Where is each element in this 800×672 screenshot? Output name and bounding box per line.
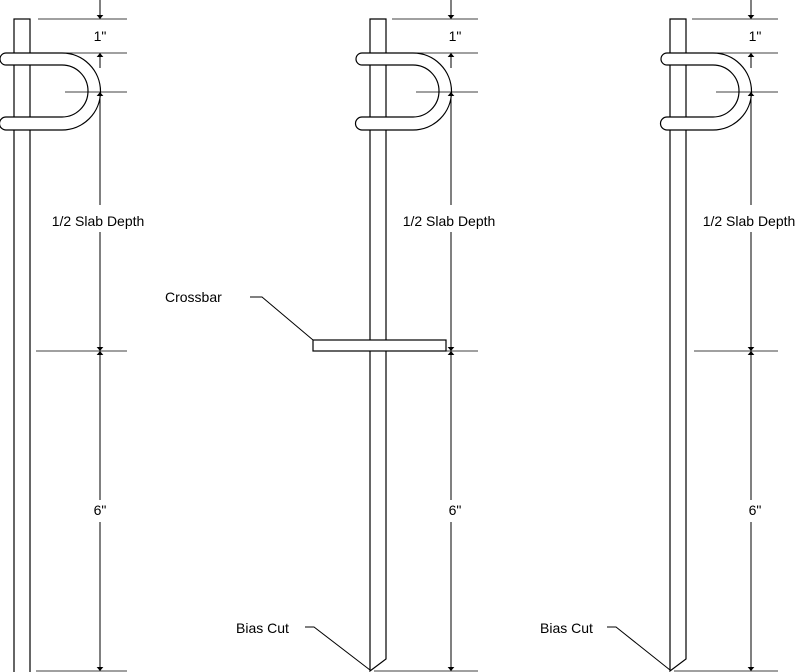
post-bar [13, 18, 31, 672]
crossbar-label: Crossbar [165, 289, 222, 305]
bias-cut-leader [607, 626, 671, 671]
post-with-crossbar: 1" 1/2 Slab Depth 6" Crossbar Bias Cut [165, 0, 496, 672]
dim-top-label: 1" [749, 28, 762, 44]
dim-top-label: 1" [94, 28, 107, 44]
dim-mid-label: 1/2 Slab Depth [703, 213, 796, 229]
dim-bottom-label: 6" [749, 502, 762, 518]
crossbar [312, 339, 447, 352]
u-hook [354, 52, 453, 131]
post-plain: 1" 1/2 Slab Depth 6" [0, 0, 144, 672]
dim-top-label: 1" [449, 28, 462, 44]
dimension-lines [20, 0, 127, 672]
dim-bottom-label: 6" [94, 502, 107, 518]
bias-cut-label: Bias Cut [540, 620, 593, 636]
bias-cut-label: Bias Cut [236, 620, 289, 636]
dim-bottom-label: 6" [449, 502, 462, 518]
u-hook [0, 52, 102, 131]
dim-mid-label: 1/2 Slab Depth [52, 213, 145, 229]
post-bar [669, 18, 687, 672]
bias-cut-leader [305, 626, 371, 671]
post-bias-cut: 1" 1/2 Slab Depth 6" Bias Cut [540, 0, 796, 672]
dim-mid-label: 1/2 Slab Depth [403, 213, 496, 229]
crossbar-leader [250, 296, 314, 341]
u-hook [659, 52, 753, 131]
dimension-lines [250, 0, 478, 672]
dimension-lines [607, 0, 778, 672]
